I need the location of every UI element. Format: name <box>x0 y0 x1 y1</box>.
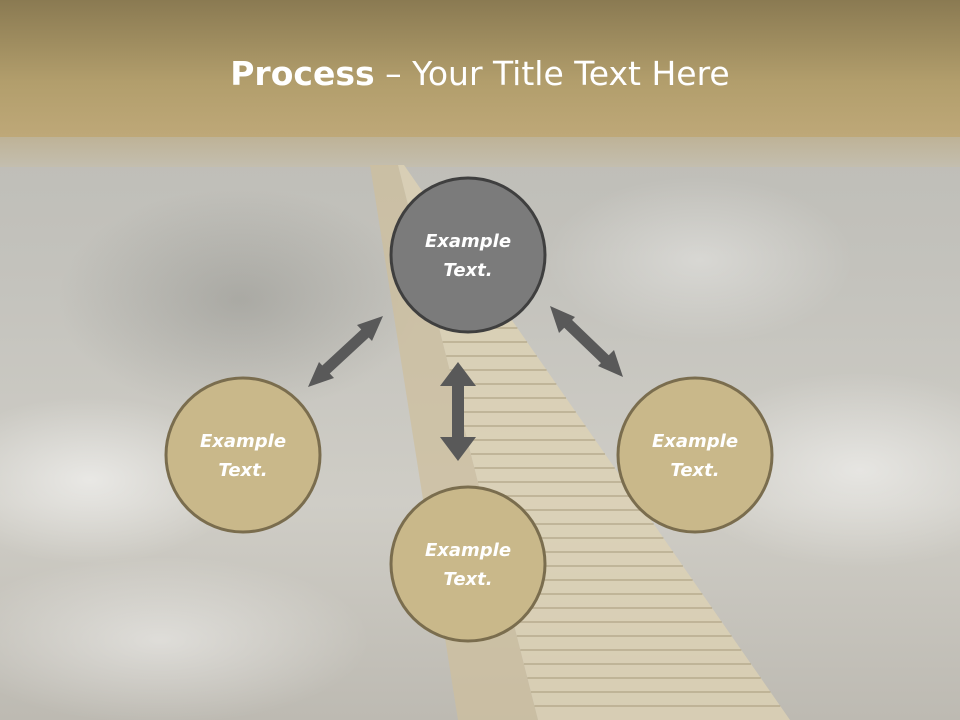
node-top-line2: Text. <box>443 260 492 281</box>
node-bottom: Example Text. <box>389 485 547 643</box>
title-rest: – Your Title Text Here <box>374 54 730 93</box>
arrow-top-left <box>308 316 383 387</box>
page-title: Process – Your Title Text Here <box>0 52 960 96</box>
arrow-top-right <box>550 306 623 377</box>
node-top-line1: Example <box>425 231 511 252</box>
node-top: Example Text. <box>389 176 547 334</box>
node-left-line1: Example <box>200 431 286 452</box>
arrow-top-bottom <box>440 362 476 461</box>
title-header-bar <box>0 0 960 137</box>
title-strong: Process <box>230 54 375 93</box>
node-bottom-line1: Example <box>425 540 511 561</box>
node-right-line1: Example <box>652 431 738 452</box>
header-shadow-band <box>0 137 960 167</box>
node-left: Example Text. <box>164 376 322 534</box>
node-right: Example Text. <box>616 376 774 534</box>
node-left-line2: Text. <box>218 460 267 481</box>
node-right-line2: Text. <box>670 460 719 481</box>
node-bottom-line2: Text. <box>443 569 492 590</box>
